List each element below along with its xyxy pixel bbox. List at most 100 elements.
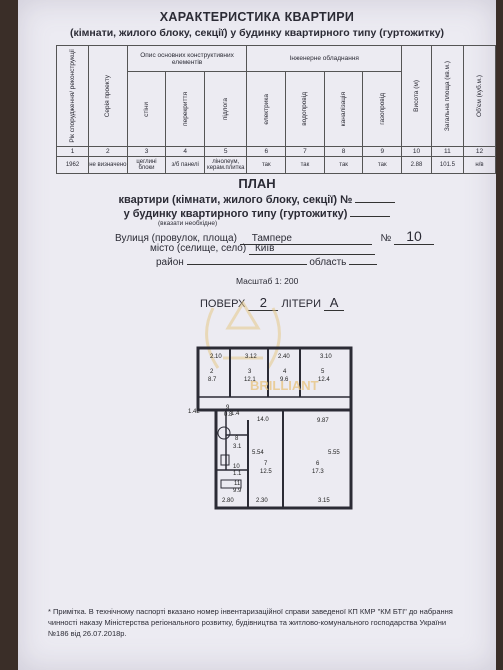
document-title: ХАРАКТЕРИСТИКА КВАРТИРИ xyxy=(159,10,355,24)
room-number: 10 xyxy=(233,464,240,470)
dim-label: 3.15 xyxy=(318,498,330,504)
room-area: 9.9 xyxy=(233,488,242,494)
dim-label: 1.4 xyxy=(231,411,240,417)
document-subtitle: (кімнати, жилого блоку, секції) у будинк… xyxy=(69,27,445,39)
table-cell: 4 xyxy=(165,146,205,157)
table-cell: 5 xyxy=(203,146,248,157)
table-cell: 2.88 xyxy=(401,156,432,174)
table-cell: 8 xyxy=(323,146,364,157)
room-area: 12.5 xyxy=(260,469,272,475)
number-value: 10 xyxy=(393,228,434,245)
district-label: район xyxy=(156,257,184,268)
table-header: Об'єм (куб.м.) xyxy=(475,75,483,117)
room-area: 17.3 xyxy=(312,469,324,475)
dim-label: 2.80 xyxy=(222,498,234,504)
table-cell: так xyxy=(285,156,325,174)
dim-label: 2.40 xyxy=(278,354,290,360)
dim-label: 9.87 xyxy=(317,418,329,424)
floor-value: 2 xyxy=(248,295,279,311)
dim-label: 3.12 xyxy=(245,354,257,360)
room-number: 8 xyxy=(235,436,239,442)
table-cell: 3 xyxy=(126,146,167,157)
city-label: місто (селище, село) xyxy=(150,243,247,254)
city-row: місто (селище, село) Київ xyxy=(150,243,375,255)
table-cell: не визначено xyxy=(88,156,128,174)
street-label: Вулиця (провулок, площа) xyxy=(115,233,237,244)
table-cell: 7 xyxy=(285,146,325,157)
dim-label: 1.42 xyxy=(188,409,200,415)
plan-subtitle-line: квартири (кімнати, жилого блоку, секції)… xyxy=(18,194,496,206)
table-header: Висота (м) xyxy=(412,80,420,112)
number-label: № xyxy=(380,233,392,244)
table-cell: 1962 xyxy=(55,156,90,174)
street-row: Вулиця (провулок, площа) Тампере № 10 xyxy=(115,228,434,245)
footnote: * Примітка. В технічному паспорті вказан… xyxy=(48,607,453,638)
room-area: 12.1 xyxy=(244,377,256,383)
table-number-row: 1 2 3 4 5 6 7 8 9 10 11 12 xyxy=(55,146,497,157)
district-row: район область xyxy=(156,257,378,268)
table-header: стіни xyxy=(143,101,151,117)
table-cell: 11 xyxy=(430,146,464,157)
room-number: 4 xyxy=(283,369,287,375)
document-page: ХАРАКТЕРИСТИКА КВАРТИРИ (кімнати, жилого… xyxy=(18,0,497,670)
dim-label: 3.10 xyxy=(320,354,332,360)
letter-value: А xyxy=(324,295,345,311)
room-area: 3.1 xyxy=(233,444,242,450)
table-cell: 1 xyxy=(55,146,90,157)
dim-label: 2.30 xyxy=(256,498,268,504)
table-header: газопровід xyxy=(378,93,386,125)
table-value-row: 1962 не визначено цеглині блоки з/б пане… xyxy=(55,156,497,174)
table-header: Рік спорудження/ реконструкції xyxy=(69,49,77,143)
table-cell: так xyxy=(323,156,364,174)
table-header: електрика xyxy=(262,93,270,125)
table-cell: 10 xyxy=(401,146,432,157)
room-number: 7 xyxy=(264,461,268,467)
dim-label: 14.0 xyxy=(257,417,269,423)
scale-label: Масштаб 1: 200 xyxy=(236,276,299,286)
plan-title: ПЛАН xyxy=(238,176,276,191)
dim-label: 5.55 xyxy=(328,450,340,456)
letter-label: ЛІТЕРИ xyxy=(281,298,322,310)
table-cell: 9 xyxy=(362,146,403,157)
table-header: Серія проекту xyxy=(104,74,112,118)
table-header: перекриття xyxy=(181,92,189,127)
district-blank xyxy=(186,264,307,265)
floor-label: ПОВЕРХ xyxy=(200,298,246,310)
dim-label: 2.10 xyxy=(210,354,222,360)
note-indicate: (вказати необхідне) xyxy=(158,220,218,227)
room-number: 5 xyxy=(321,369,325,375)
table-cell: 101.5 xyxy=(430,156,464,174)
room-area: 12.4 xyxy=(318,377,330,383)
group-header-engineering: Інженерне обладнання xyxy=(289,55,359,63)
blank-line xyxy=(350,216,391,217)
room-number: 9 xyxy=(226,405,230,411)
table-cell: н/в xyxy=(462,156,497,174)
room-area: 9.6 xyxy=(280,377,289,383)
watermark-logo xyxy=(205,300,281,369)
floor-row: ПОВЕРХ 2 ЛІТЕРИ А xyxy=(200,295,345,311)
watermark-text: BRILLIANT xyxy=(250,378,319,393)
plan-building-line: у будинку квартирного типу (гуртожитку) xyxy=(18,208,496,220)
group-header-constructive: Опис основних конструктивних елементів xyxy=(140,51,234,66)
table-cell: так xyxy=(246,156,287,174)
plan-line2: квартири (кімнати, жилого блоку, секції)… xyxy=(118,194,353,206)
plan-line3: у будинку квартирного типу (гуртожитку) xyxy=(123,208,348,220)
table-header: водопровід xyxy=(301,92,309,126)
oblast-label: область xyxy=(309,257,347,268)
room-number: 3 xyxy=(248,369,252,375)
floor-plan: 2.10 3.12 2.40 3.10 1.42 1.4 14.0 9.87 5… xyxy=(188,346,353,510)
street-value: Тампере xyxy=(239,233,372,245)
table-cell: 2 xyxy=(88,146,128,157)
table-cell: лінолеум, керам.плитка xyxy=(203,156,248,174)
oblast-blank xyxy=(349,264,378,265)
room-area: 0.8 xyxy=(224,412,233,418)
table-cell: цеглині блоки xyxy=(126,156,167,174)
room-number: 6 xyxy=(316,461,320,467)
table-header-row: Рік спорудження/ реконструкції Серія про… xyxy=(55,44,497,147)
city-value: Київ xyxy=(248,243,375,255)
table-header: каналізація xyxy=(340,91,348,127)
room-number: 11 xyxy=(234,481,241,487)
characteristics-table: Рік спорудження/ реконструкції Серія про… xyxy=(55,44,497,174)
room-area: 8.7 xyxy=(208,377,217,383)
table-cell: з/б панелі xyxy=(165,156,205,174)
